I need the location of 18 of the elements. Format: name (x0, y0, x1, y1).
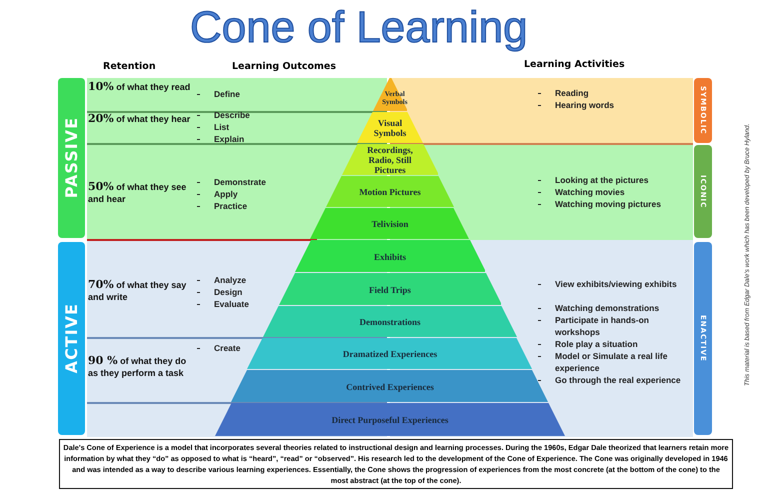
retention-text: 10% of what they read (88, 81, 192, 93)
title: Cone of Learning (190, 2, 528, 54)
column-header: Learning Activities (524, 59, 625, 70)
pyramid-layer: Recordings, Radio, Still Pictures (342, 144, 438, 176)
retention-text: 70% of what they say and write (88, 279, 188, 303)
retention-text: 50% of what they see and hear (88, 181, 188, 205)
side-tab: PASSIVE (58, 78, 85, 238)
pyramid-layer: Direct Purposeful Experiences (215, 403, 565, 437)
column-header: Learning Outcomes (232, 61, 336, 72)
pyramid-layer: Visual Symbols (357, 112, 423, 144)
side-tab: ACTIVE (58, 242, 85, 435)
pyramid-layer: Contrived Experiences (231, 370, 548, 403)
retention-text: 90 % of what they do as they perform a task (88, 355, 188, 379)
pyramid-layer: Motion Pictures (326, 176, 454, 208)
pyramid-layer: Exhibits (294, 240, 486, 273)
pyramid-layer: Demonstrations (262, 306, 517, 338)
retention-text: 20% of what they hear (88, 113, 192, 125)
column-header: Retention (103, 61, 156, 72)
